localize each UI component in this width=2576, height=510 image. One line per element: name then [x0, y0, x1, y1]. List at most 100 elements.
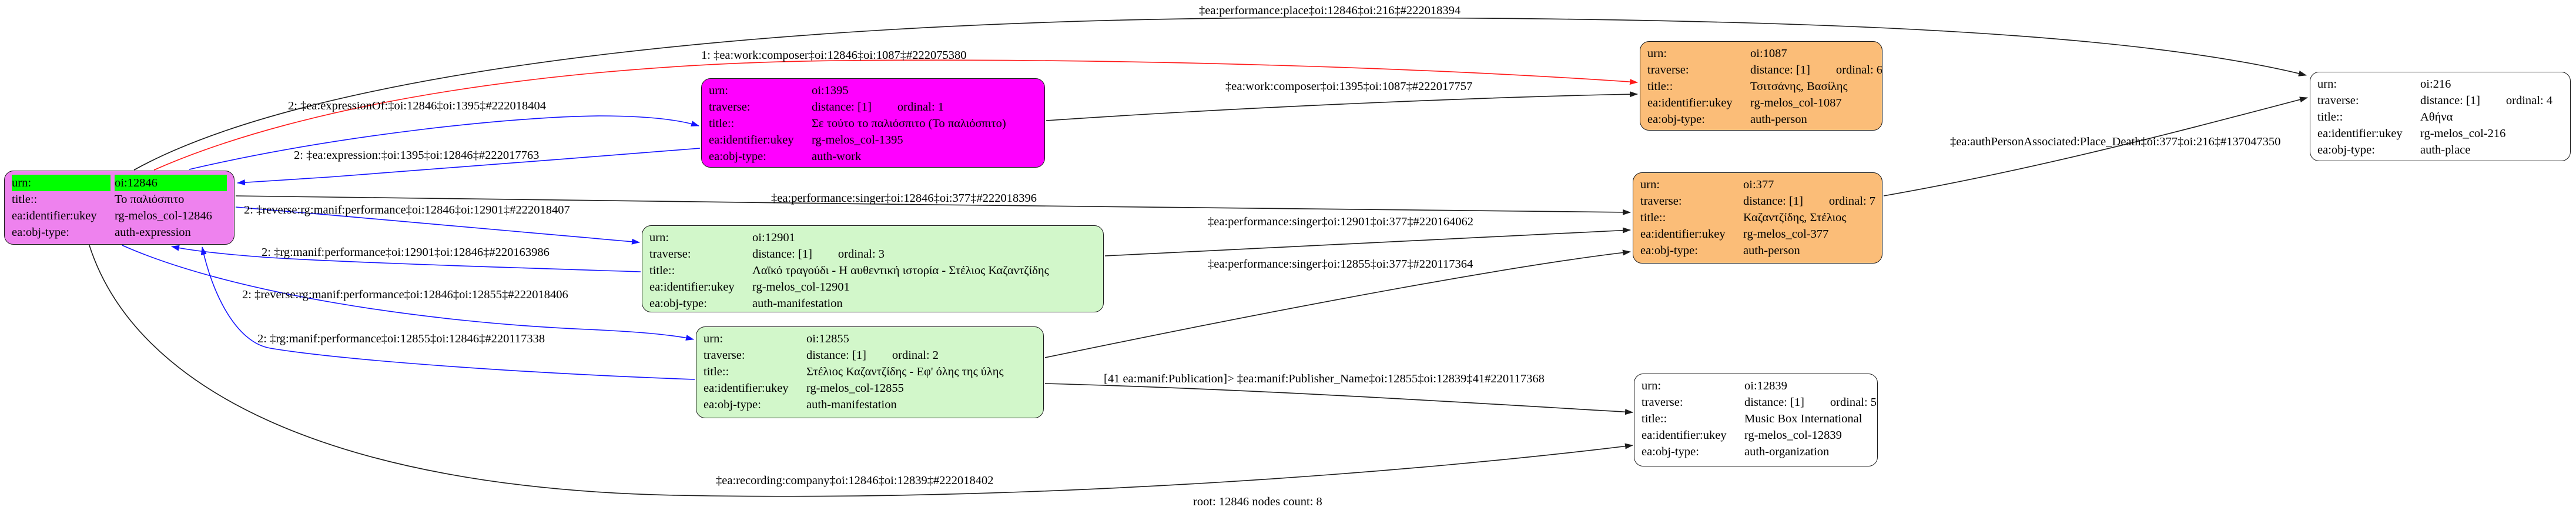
field-key: title::: [12, 193, 38, 206]
edge-work-composer-1395-1087: [1046, 91, 1638, 121]
node-row: traverse:distance: [1]ordinal: 6: [1647, 62, 1882, 78]
node-row: ea:identifier:ukey rg-melos_col-216: [2317, 125, 2563, 142]
node-row: ea:obj-type: auth-manifestation: [649, 295, 1096, 312]
node-row: traverse:distance: [1]ordinal: 5: [1642, 394, 1877, 411]
field-value: auth-manifestation: [806, 398, 897, 411]
field-key: ea:identifier:ukey: [1640, 228, 1726, 241]
node-row: title::Music Box International: [1642, 411, 1870, 427]
node-row: urn:oi:12855: [704, 331, 1036, 347]
field-value: auth-person: [1750, 113, 1807, 126]
field-key: urn:: [704, 332, 723, 345]
field-value: rg-melos_col-1395: [812, 134, 903, 146]
edge-label-expressionOf: 2: ‡ea:expressionOf:‡oi:12846‡oi:1395‡#2…: [288, 99, 546, 112]
field-key: urn:: [2317, 78, 2337, 91]
field-value: distance: [1]: [1750, 64, 1810, 76]
field-key: title::: [1642, 412, 1667, 425]
field-value-ordinal: ordinal: 6: [1835, 64, 1882, 76]
field-key: title::: [2317, 111, 2343, 124]
field-key: traverse:: [704, 349, 745, 362]
field-value: rg-melos_col-1087: [1750, 96, 1842, 109]
node-row: ea:identifier:ukey rg-melos_col-377: [1640, 226, 1875, 242]
edge-label-manif-perf-12901: 2: ‡rg:manif:performance‡oi:12901‡oi:128…: [262, 246, 550, 259]
field-key: title::: [1640, 211, 1666, 224]
field-key: ea:identifier:ukey: [2317, 127, 2403, 140]
field-value: Το παλιόσπιτο: [115, 193, 185, 206]
field-value: distance: [1]: [812, 101, 872, 114]
node-row: ea:obj-type:auth-person: [1640, 242, 1875, 259]
field-value: Στέλιος Καζαντζίδης - Εφ' όλης της ύλης: [806, 365, 1004, 378]
field-value-ordinal: ordinal: 2: [892, 349, 939, 362]
field-value: oi:1395: [812, 84, 849, 97]
field-key: ea:identifier:ukey: [1647, 96, 1733, 109]
node-row: urn:oi:12846: [12, 175, 227, 191]
field-value: auth-expression: [115, 226, 191, 239]
field-value-ordinal: ordinal: 1: [897, 101, 944, 114]
field-key: ea:obj-type:: [649, 297, 707, 310]
edge-reverse-manif-performance-12846-12855: [122, 245, 694, 341]
field-value: Λαϊκό τραγούδι - Η αυθεντική ιστορία - Σ…: [752, 264, 1049, 277]
field-value: distance: [1]: [1743, 195, 1803, 208]
node-row: title::Στέλιος Καζαντζίδης - Εφ' όλης τη…: [704, 364, 1036, 380]
field-value-ordinal: ordinal: 3: [838, 248, 885, 261]
field-value: auth-organization: [1744, 445, 1830, 458]
field-value: distance: [1]: [1744, 396, 1804, 409]
field-value-ordinal: ordinal: 4: [2505, 94, 2553, 107]
edge-label-recording-company: ‡ea:recording:company‡oi:12846‡oi:12839‡…: [716, 474, 994, 487]
field-value: distance: [1]: [752, 248, 812, 261]
edge-recording-company-12846-12839: [89, 245, 1633, 497]
node-oi-12901[interactable]: urn:oi:12901 traverse: distance: [1] ordina…: [642, 225, 1104, 312]
field-value: rg-melos_col-12901: [752, 281, 850, 294]
edge-label-reverse-manif-perf-12901: 2: ‡reverse:rg:manif:performance‡oi:1284…: [244, 204, 570, 216]
field-key: urn:: [1642, 379, 1661, 392]
field-value-ordinal: ordinal: 5: [1830, 396, 1877, 409]
field-key: urn:: [1647, 47, 1667, 60]
field-key: ea:identifier:ukey: [1642, 429, 1727, 442]
field-key: ea:identifier:ukey: [709, 134, 794, 146]
field-value: rg-melos_col-12839: [1744, 429, 1842, 442]
field-key: urn:: [12, 175, 110, 191]
edge-work-composer-12846-1087: [153, 59, 1638, 171]
edge-label-manif-perf-12855: 2: ‡rg:manif:performance‡oi:12855‡oi:128…: [257, 332, 545, 345]
field-value: auth-manifestation: [752, 297, 843, 310]
field-value: oi:377: [1743, 178, 1774, 191]
field-value: rg-melos_col-377: [1743, 228, 1829, 241]
node-row: title::Αθήνα: [2317, 109, 2563, 125]
edge-label-reverse-manif-perf-12855: 2: ‡reverse:rg:manif:performance‡oi:1284…: [242, 288, 568, 301]
field-value: rg-melos_col-216: [2420, 127, 2506, 140]
field-key: ea:obj-type:: [704, 398, 761, 411]
node-row: urn:oi:12901: [649, 229, 1096, 246]
field-key: ea:identifier:ukey: [704, 382, 789, 395]
node-row: ea:identifier:ukey rg-melos_col-1087: [1647, 95, 1875, 111]
node-row: traverse:distance: [1]ordinal: 7: [1640, 193, 1875, 209]
edge-label-performance-singer-root: ‡ea:performance:singer‡oi:12846‡oi:377‡#…: [771, 192, 1037, 205]
node-row: urn:oi:377: [1640, 176, 1875, 193]
field-value: Τσιτσάνης, Βασίλης: [1750, 80, 1848, 93]
node-row: traverse:distance: [1]ordinal: 2: [704, 347, 1036, 364]
field-key: traverse:: [649, 248, 691, 261]
edge-performance-singer-12855-377: [1044, 249, 1631, 358]
edge-manif-performance-12901-12846: [171, 245, 641, 272]
edge-reverse-manif-performance-12846-12901: [235, 206, 640, 245]
node-row: title::Σε τούτο το παλιόσπιτο (Το παλιόσ…: [709, 115, 1037, 132]
node-row: traverse: distance: [1] ordinal: 3: [649, 246, 1096, 262]
field-value: auth-person: [1743, 244, 1800, 257]
field-value: auth-place: [2420, 144, 2471, 156]
field-value: oi:12839: [1744, 379, 1787, 392]
node-row: ea:obj-type:auth-expression: [12, 224, 227, 241]
node-row: ea:identifier:ukey rg-melos_col-12839: [1642, 427, 1870, 444]
node-row: urn:oi:1395: [709, 82, 1037, 99]
node-row: title::Καζαντζίδης, Στέλιος: [1640, 209, 1875, 226]
field-value: Σε τούτο το παλιόσπιτο (Το παλιόσπιτο): [812, 117, 1006, 130]
field-key: title::: [709, 117, 735, 130]
edge-expression-1395-12846: [237, 148, 701, 185]
